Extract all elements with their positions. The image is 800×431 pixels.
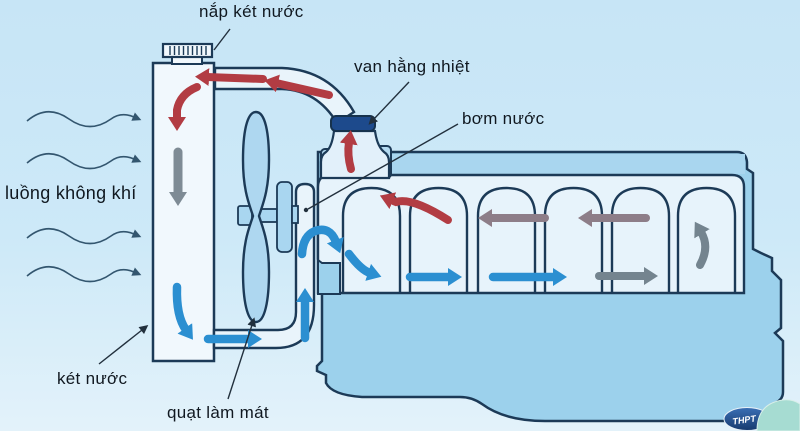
cooling-fan-blade [241, 110, 271, 324]
hot-coolant-arrows [168, 68, 452, 224]
pointer-thermostat [368, 81, 410, 125]
watermark: THPT [723, 399, 800, 431]
label-thermostat: van hằng nhiệt [354, 57, 470, 76]
engine-head-band [320, 154, 745, 174]
air-wave-icon [26, 227, 142, 245]
pointer-radiator-cap [213, 28, 231, 51]
pointer-radiator [98, 325, 149, 365]
blue-arrow-pump-arc [297, 225, 344, 259]
thermostat-housing [319, 129, 391, 180]
radiator [151, 61, 216, 363]
label-radiator-cap: nắp két nước [199, 2, 304, 21]
cylinder [476, 186, 537, 293]
watermark-text: THPT [732, 413, 758, 426]
pointer-cooling-fan [227, 317, 256, 400]
hot-arrow-hose-2 [264, 74, 333, 99]
air-flow-arrows [26, 110, 142, 283]
air-wave-icon [26, 152, 142, 170]
label-air-flow: luồng không khí [5, 183, 137, 203]
hot-arrow-engine-top [379, 192, 452, 224]
cylinder [543, 186, 604, 293]
cold-coolant-arrows [172, 225, 567, 348]
blue-arrow-radiator-exit [172, 282, 193, 340]
watermark-blob [756, 399, 800, 431]
fan-pulley [276, 181, 293, 253]
label-water-pump: bơm nước [462, 109, 545, 128]
blue-arrow-cyl1-curve [344, 249, 382, 281]
pointer-water-pump-dot [303, 207, 309, 213]
label-cooling-fan: quạt làm mát [167, 403, 269, 422]
cylinders [341, 186, 737, 293]
label-pointers [98, 28, 459, 400]
pump-shaft-nub [291, 205, 299, 224]
air-wave-icon [26, 110, 142, 128]
heating-coolant-arrows [595, 221, 710, 285]
slate-arrow-rise-curve [694, 221, 710, 269]
cylinder [610, 186, 671, 293]
cylinder [341, 186, 402, 293]
radiator-cap-icon [161, 42, 214, 65]
cylinder [676, 186, 737, 293]
thermostat-valve-band [330, 115, 376, 132]
label-radiator: két nước [57, 369, 128, 388]
pointer-water-pump [307, 123, 459, 210]
hot-arrow-thermostat-up [339, 130, 358, 173]
hot-arrow-hose-1 [195, 68, 267, 87]
engine-left-shoulder [317, 258, 341, 295]
hot-arrow-radiator-curve [168, 83, 201, 131]
air-wave-icon [26, 265, 142, 283]
